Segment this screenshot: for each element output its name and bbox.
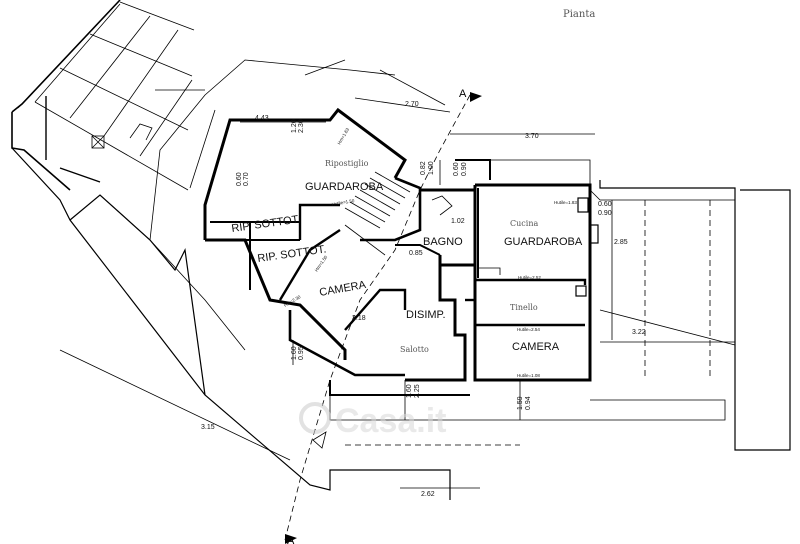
dimension-label: 1.60 [291,346,298,360]
dimension-lines [59,97,736,489]
room-camera-left: CAMERA [318,279,367,299]
dimension-label: 0.94 [525,396,532,410]
dimension-label: 2.85 [614,239,628,246]
room-camera-right-hand: Tinello [510,303,538,312]
section-mark-top: A [459,88,467,100]
dimension-label: 3.18 [352,315,366,322]
dimension-label: 1.00 [428,161,435,175]
room-guardaroba-right-hand: Cucina [510,219,538,228]
room-rip-sottot-2: RIP. SOTTOT. [257,243,327,265]
building-walls [203,107,599,396]
room-guardaroba-left: GUARDAROBA [305,181,384,193]
dimension-label: 1.60 [406,384,413,398]
room-bagno: BAGNO [423,236,463,248]
dimension-label: 0.60 [453,162,460,176]
pergola-grid [11,0,195,191]
dimension-label: 3.15 [201,424,215,431]
dimension-label: 0.90 [598,210,612,217]
dimension-label: 0.82 [420,161,427,175]
dimension-label: 0.70 [243,172,250,186]
watermark: Casa.it [299,402,447,440]
dimension-label: 2.70 [405,101,419,108]
dimension-label: 2.25 [414,384,421,398]
dimension-label: 1.02 [451,218,465,225]
stairs [344,171,411,256]
room-camera-right: CAMERA [512,341,560,353]
roof-outline-left [11,59,451,500]
height-note: Hutile=2.54 [517,327,540,332]
room-guardaroba-right: GUARDAROBA [504,236,583,248]
room-guardaroba-left-hand: Ripostiglio [325,159,369,168]
dimension-label: 1.20 [291,119,298,133]
room-disimp: DISIMP. [406,309,446,321]
room-disimp-hand: Salotto [400,345,429,354]
room-rip-sottot-1: RIP. SOTTOT. [231,213,301,235]
dimension-label: 2.30 [298,119,305,133]
height-note: Hutile=2.52 [518,275,541,280]
roof-outline-right [329,180,791,451]
watermark-text: Casa.it [335,402,447,440]
dimension-label: 0.60 [598,201,612,208]
dimension-label: 0.95 [298,346,305,360]
header-note: Pianta [563,9,595,20]
height-note: Hutile=1.08 [517,373,540,378]
height-note: Hutile=1.83 [554,200,577,205]
dimension-label: 0.60 [236,172,243,186]
dimension-label: 2.62 [421,491,435,498]
dimension-label: 1.59 [517,396,524,410]
height-note: Hm=1.50 [314,254,329,272]
section-line-a [284,92,482,544]
dimension-label: 0.85 [409,250,423,257]
dimension-label: 3.70 [525,133,539,140]
dimension-label: 0.90 [461,162,468,176]
dimension-label: 3.22 [632,329,646,336]
height-note: Hm=1.63 [337,127,351,146]
dimension-label: 4.43 [255,115,269,122]
height-note: Hutile=1.50 [331,198,355,207]
section-mark-bottom: A [287,535,295,544]
